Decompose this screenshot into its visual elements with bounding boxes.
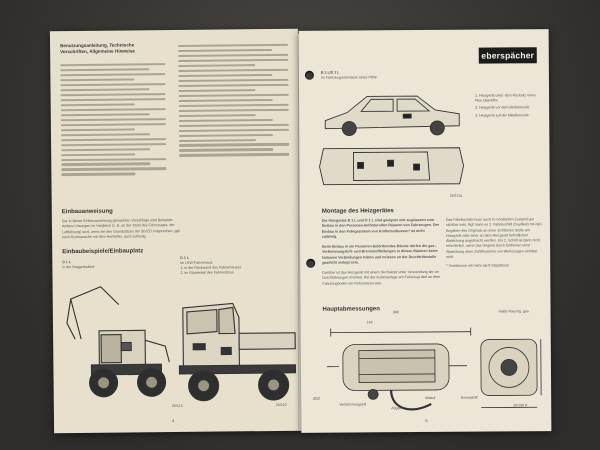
punch-hole-bottom (306, 258, 316, 268)
callout-1: 1. Heizgerät unter dem Rücksitz eines Pk… (475, 93, 536, 103)
left-page: Benutzungsanleitung, Technische Vorschri… (49, 28, 303, 434)
right-page-number: 5 (425, 417, 428, 424)
label-exhaust: Abgas (391, 406, 402, 411)
left-page-number: 4 (171, 418, 175, 424)
label-air: Verbrennungsluft (339, 402, 367, 407)
fig1-code: 26/113 (171, 403, 183, 409)
fig2-code: 26/110 (275, 402, 287, 407)
left-text-column-1 (60, 60, 167, 179)
example-heading: Einbaubeispiele/Einbauplatz (62, 248, 144, 256)
car-installation-diagram (319, 95, 465, 186)
install-text: Der in dieser Einbauanweisung gemachten … (61, 218, 181, 240)
montage-text-2: Beim Einbau in ein Personen-beförderndes… (322, 243, 438, 265)
fig-code-bottom: 26/109 A (513, 403, 528, 408)
intro-heading: Benutzungsanleitung, Technische Vorschri… (60, 42, 135, 55)
truck-illustration (178, 302, 297, 402)
dimension-164: 164 (366, 320, 373, 325)
callout-2: 2. Heizgerät vor dem Beifahrersitz (475, 105, 530, 110)
callout-3: 3. Heizgerät auf der Mittelkonsole (475, 113, 529, 118)
brand-logo: eberspächer (478, 47, 537, 64)
montage-heading: Montage des Heizgerätes (321, 208, 394, 215)
example2-item2: 2. im Rückenteil des Fahrersitzes (180, 270, 234, 275)
fig-code-top: 26/111a (449, 193, 463, 198)
dimension-388: 388 (392, 310, 399, 315)
punch-hole-top (304, 70, 314, 80)
label-fuel: Brennstoff (461, 395, 478, 400)
right-page: eberspächer B 1 L/D 1 L im Fahrzeuginnen… (298, 29, 552, 433)
label-ablauf: Ablauf (425, 395, 436, 401)
dimension-22: Ø22 (313, 396, 320, 401)
heater-dimension-drawing (326, 327, 542, 411)
left-text-column-2 (178, 41, 290, 160)
excavator-illustration (66, 286, 170, 398)
right-column-text: Das Fabrikschild muss auch in montiertem… (445, 217, 542, 259)
vehicle-sub: im Fahrzeuginnenraum eines PKW (320, 75, 377, 80)
install-heading: Einbauanweisung (61, 208, 113, 216)
montage-text-1: Die Heizgeräte B 1 L und D 1 L sind geei… (321, 217, 439, 239)
label-hot-gas: heiße Rauchg. gas (498, 309, 529, 314)
example1-sub: in der Baggerkabine (62, 264, 95, 270)
montage-text-3: Darüber ist das Heizgerät mit einem Sech… (322, 269, 441, 286)
dimensions-heading: Hauptabmessungen (322, 306, 380, 313)
footnote: * Omnibusse mit mehr als 8 Sitzplätzen (446, 263, 509, 268)
